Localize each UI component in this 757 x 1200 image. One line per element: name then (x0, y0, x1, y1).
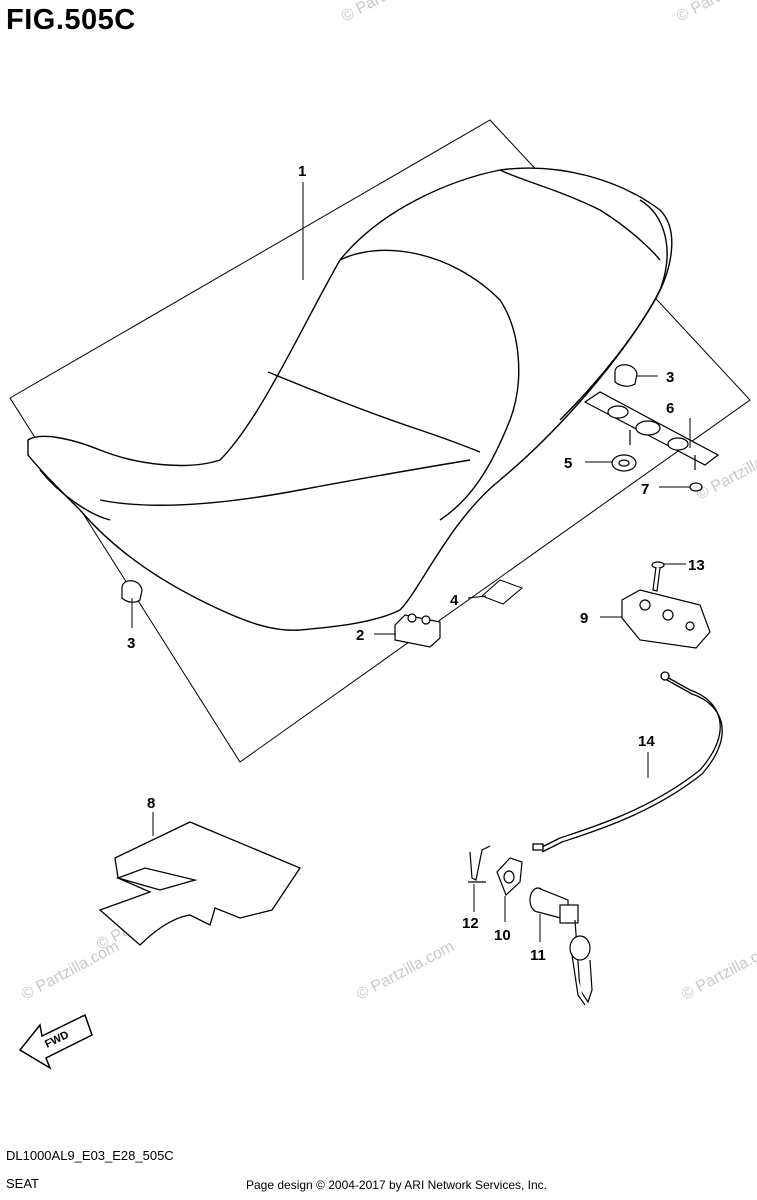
part-11-lock-keys (529, 887, 593, 1006)
callout-2: 2 (356, 627, 364, 644)
callout-13: 13 (688, 557, 705, 574)
watermark: © Partzilla.com (354, 938, 457, 1004)
copyright-notice: Page design © 2004-2017 by ARI Network S… (246, 1178, 548, 1192)
callout-8: 8 (147, 795, 155, 812)
callouts: 1 2 3 3 4 5 6 7 8 9 10 11 12 13 14 (127, 163, 705, 964)
part-7-nut (689, 482, 703, 492)
part-6-bracket (583, 391, 720, 470)
diagram-name: SEAT (6, 1176, 39, 1191)
callout-4: 4 (450, 592, 459, 609)
part-13-screw (651, 561, 665, 592)
part-2-damper (394, 613, 441, 648)
watermark: © Partzilla.com (679, 938, 757, 1004)
callout-12: 12 (462, 915, 479, 932)
callout-11: 11 (530, 947, 546, 964)
part-10-plate (496, 857, 523, 897)
callout-9: 9 (580, 610, 588, 627)
callout-10: 10 (494, 927, 511, 944)
part-9-lock-bracket (621, 589, 711, 649)
watermark: © Partzilla.com (674, 0, 757, 26)
part-5-grommet (611, 454, 637, 472)
part-12-clip (468, 845, 491, 883)
callout-3b: 3 (666, 369, 674, 386)
callout-14: 14 (638, 733, 655, 750)
callout-7: 7 (641, 481, 649, 498)
part-8-tray (98, 821, 301, 946)
callout-3a: 3 (127, 635, 135, 652)
part-14-cable (532, 671, 723, 853)
figure-title: FIG.505C (6, 4, 136, 36)
label-sticker (481, 579, 523, 605)
fwd-arrow-icon: FWD (18, 1013, 93, 1070)
part-3-cushion (121, 364, 638, 603)
watermark: © Partzilla.com (339, 0, 442, 26)
callout-5: 5 (564, 455, 572, 472)
seat-assembly (27, 167, 673, 631)
group-frame (9, 119, 751, 763)
callout-1: 1 (298, 163, 306, 180)
leader-lines (131, 182, 691, 942)
diagram-code: DL1000AL9_E03_E28_505C (6, 1148, 174, 1163)
callout-6: 6 (666, 400, 674, 417)
